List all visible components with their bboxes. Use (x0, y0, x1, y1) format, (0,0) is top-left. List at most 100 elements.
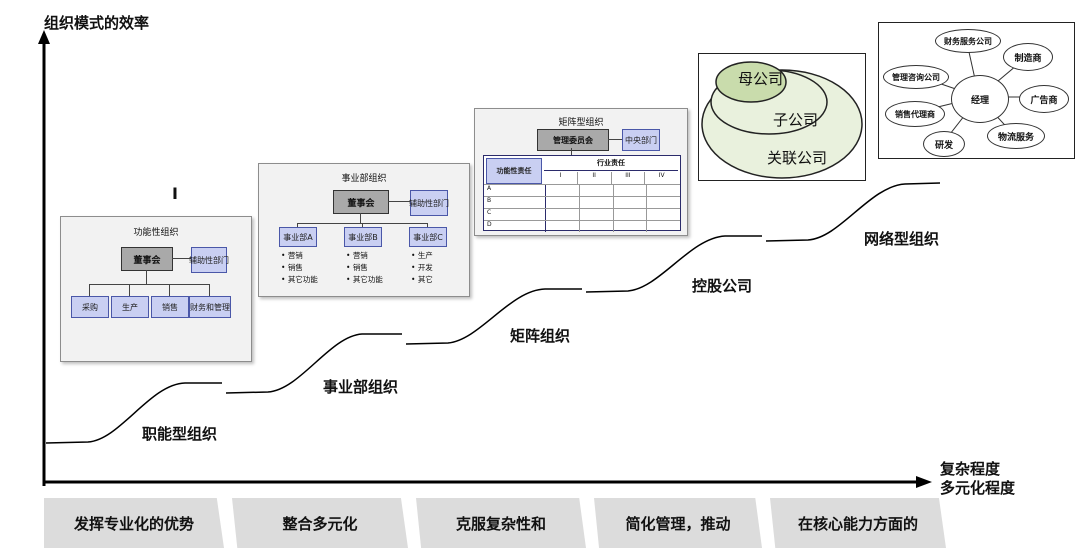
division-a-item: • 营销 (281, 251, 303, 260)
network-panel: 经理 财务服务公司 制造商 管理咨询公司 广告商 销售代理商 物流服务 研发 (878, 22, 1075, 159)
bullet-icon: • (411, 251, 418, 260)
network-center-node: 经理 (951, 75, 1009, 123)
connector-line (146, 270, 147, 284)
division-c-box: 事业部C (409, 227, 447, 247)
functional-org-title: 功能性组织 (133, 228, 179, 238)
network-node-sales-agent: 销售代理商 (885, 101, 945, 127)
bullet-icon: • (346, 275, 353, 284)
functional-dept-sales: 销售 (151, 296, 189, 318)
bullet-icon: • (411, 275, 418, 284)
parent-company-label: 母公司 (738, 70, 784, 88)
x-axis-title-1: 复杂程度 (940, 460, 1001, 478)
matrix-col-header: IV (658, 172, 665, 179)
divisional-board-box: 董事会 (333, 190, 389, 214)
network-node-finance: 财务服务公司 (935, 29, 1001, 53)
division-b-item: • 其它功能 (346, 275, 383, 284)
bottom-label-3: 克服复杂性和 (416, 498, 586, 548)
network-node-rnd: 研发 (923, 131, 965, 157)
functional-dept-finance: 财务和管理 (189, 296, 231, 318)
subsidiary-label: 子公司 (773, 111, 819, 129)
matrix-industry-header: 行业责任 (544, 158, 678, 171)
divisional-aux-box: 辅助性部门 (409, 190, 449, 216)
connector-line (360, 213, 361, 223)
division-a-item: • 销售 (281, 263, 303, 272)
growth-curve (45, 182, 941, 444)
matrix-row: D (484, 220, 680, 232)
matrix-central-box: 中央部门 (622, 129, 660, 151)
matrix-committee-box: 管理委员会 (537, 129, 609, 151)
stage-label-network: 网络型组织 (864, 230, 940, 248)
connector-line (89, 284, 90, 296)
holding-circles (701, 61, 863, 179)
bullet-icon: • (281, 275, 288, 284)
division-b-list: • 营销 • 销售 • 其它功能 (346, 250, 383, 286)
divisional-org-title: 事业部组织 (341, 174, 387, 184)
connector-line (169, 284, 170, 296)
connector-line (129, 284, 130, 296)
network-node-advertiser: 广告商 (1019, 85, 1069, 113)
bottom-label-4: 简化管理，推动 (594, 498, 762, 548)
matrix-col-header: II (578, 172, 612, 184)
bullet-icon: • (281, 251, 288, 260)
functional-board-box: 董事会 (121, 247, 173, 271)
connector-line (427, 223, 428, 227)
connector-line (89, 284, 209, 285)
matrix-function-header: 功能性责任 (486, 158, 542, 184)
matrix-rows: A B C D (484, 184, 680, 232)
network-node-logistics: 物流服务 (987, 123, 1045, 149)
functional-dept-purchase: 采购 (71, 296, 109, 318)
division-a-box: 事业部A (279, 227, 317, 247)
division-c-list: • 生产 • 开发 • 其它 (411, 250, 433, 286)
network-node-consulting: 管理咨询公司 (883, 65, 949, 89)
x-axis-title-2: 多元化程度 (940, 479, 1016, 497)
division-b-item: • 销售 (346, 263, 368, 272)
matrix-org-title: 矩阵型组织 (558, 118, 604, 128)
roman-mark: I (172, 184, 178, 203)
stage-label-holding: 控股公司 (692, 277, 753, 295)
division-b-item: • 营销 (346, 251, 368, 260)
connector-line (608, 139, 622, 140)
bottom-label-5: 在核心能力方面的 (770, 498, 946, 548)
division-a-item: • 其它功能 (281, 275, 318, 284)
bottom-label-1: 发挥专业化的优势 (44, 498, 224, 548)
stage-label-matrix: 矩阵组织 (510, 327, 571, 345)
functional-dept-production: 生产 (111, 296, 149, 318)
stage-label-divisional: 事业部组织 (323, 378, 399, 396)
functional-aux-box: 辅助性部门 (189, 247, 229, 273)
matrix-grid: 功能性责任 行业责任 I II III IV A B C D (483, 155, 681, 232)
bullet-icon: • (281, 263, 288, 272)
division-c-item: • 开发 (411, 263, 433, 272)
y-axis-arrow (38, 30, 50, 44)
functional-org-panel: 功能性组织 董事会 辅助性部门 采购 生产 销售 财务和管理 (60, 216, 252, 362)
connector-line (362, 223, 363, 227)
division-c-item: • 其它 (411, 275, 433, 284)
matrix-column-headers: I II III IV (544, 172, 678, 184)
bullet-icon: • (346, 263, 353, 272)
bullet-icon: • (346, 251, 353, 260)
connector-line (388, 201, 410, 202)
matrix-row: B (484, 196, 680, 208)
affiliate-label: 关联公司 (767, 149, 828, 167)
division-a-list: • 营销 • 销售 • 其它功能 (281, 250, 318, 286)
matrix-col-header: I (544, 172, 578, 184)
division-b-box: 事业部B (344, 227, 382, 247)
network-node-manufacturer: 制造商 (1003, 43, 1053, 71)
connector-line (297, 223, 298, 227)
parent-ellipse (715, 61, 787, 103)
matrix-col-header: III (612, 172, 646, 184)
matrix-row: C (484, 208, 680, 220)
matrix-org-panel: 矩阵型组织 管理委员会 中央部门 功能性责任 行业责任 I II III IV … (474, 108, 688, 236)
bottom-label-2: 整合多元化 (232, 498, 408, 548)
connector-line (571, 148, 572, 155)
connector-line (209, 284, 210, 296)
matrix-row: A (484, 184, 680, 196)
stage-label-functional: 职能型组织 (142, 425, 218, 443)
x-axis-arrow (916, 476, 932, 488)
bullet-icon: • (411, 263, 418, 272)
divisional-org-panel: 事业部组织 董事会 辅助性部门 事业部A • 营销 • 销售 • 其它功能 事业… (258, 163, 470, 297)
holding-panel: 母公司 子公司 关联公司 (698, 53, 866, 181)
y-axis-title: 组织模式的效率 (44, 14, 150, 32)
connector-line (172, 258, 191, 259)
division-c-item: • 生产 (411, 251, 433, 260)
